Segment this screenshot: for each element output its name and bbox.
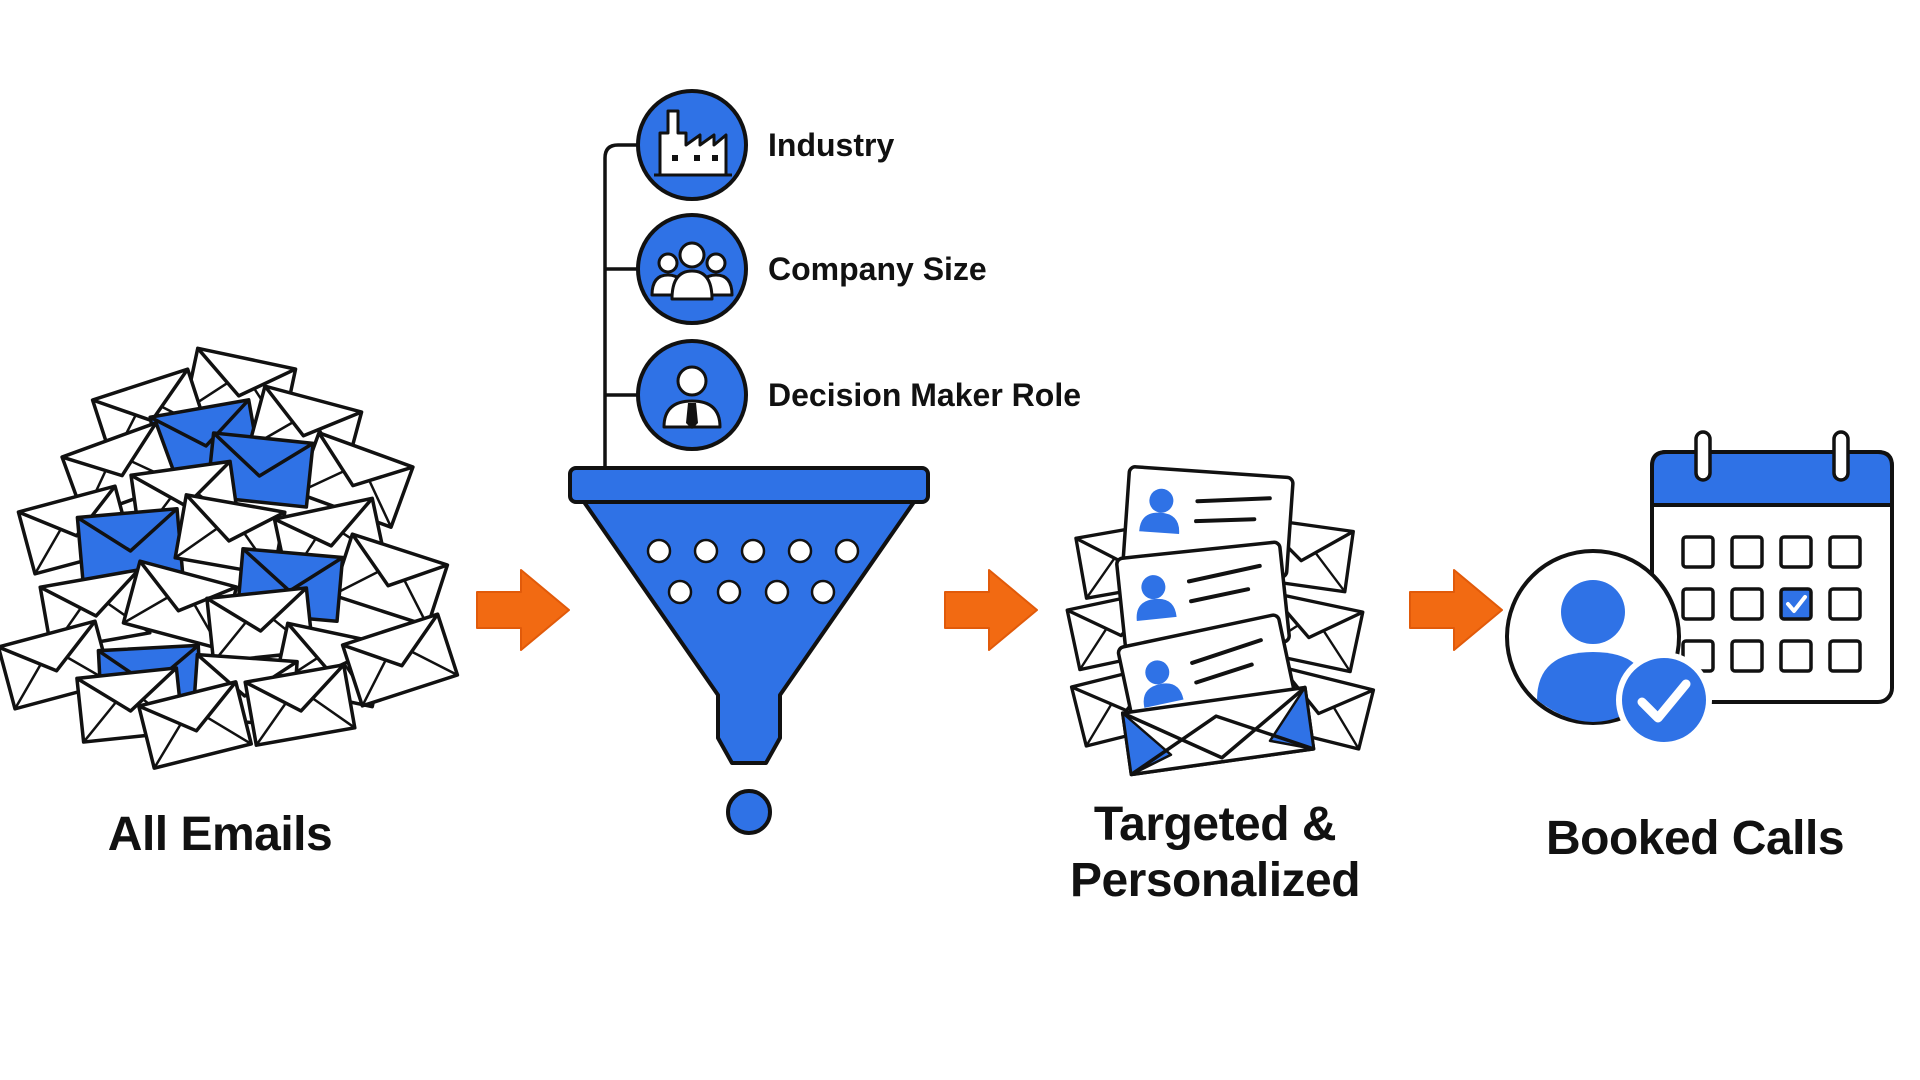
- factory-icon: [636, 89, 748, 201]
- executive-icon: [636, 339, 748, 451]
- calendar-booking-icon: [1505, 430, 1894, 748]
- check-badge-icon: [1616, 652, 1712, 748]
- criterion-label-decision-maker-role: Decision Maker Role: [768, 377, 1081, 413]
- profile-emails-icon: [1065, 464, 1376, 777]
- calendar-icon: [1650, 430, 1894, 704]
- criteria-connector: [603, 143, 638, 468]
- funnel-icon: [568, 466, 930, 835]
- stage-label-targeted: Targeted & Personalized: [1069, 798, 1361, 907]
- arrow-right-icon: [1409, 569, 1503, 651]
- arrow-right-icon: [944, 569, 1038, 651]
- stage-label-booked-calls: Booked Calls: [1545, 812, 1845, 865]
- criterion-label-company-size: Company Size: [768, 251, 987, 287]
- arrow-right-icon: [476, 569, 570, 651]
- criterion-label-industry: Industry: [768, 127, 895, 163]
- stage-label-all-emails: All Emails: [107, 808, 333, 861]
- team-icon: [636, 213, 748, 325]
- envelope-pile-icon: [0, 346, 460, 770]
